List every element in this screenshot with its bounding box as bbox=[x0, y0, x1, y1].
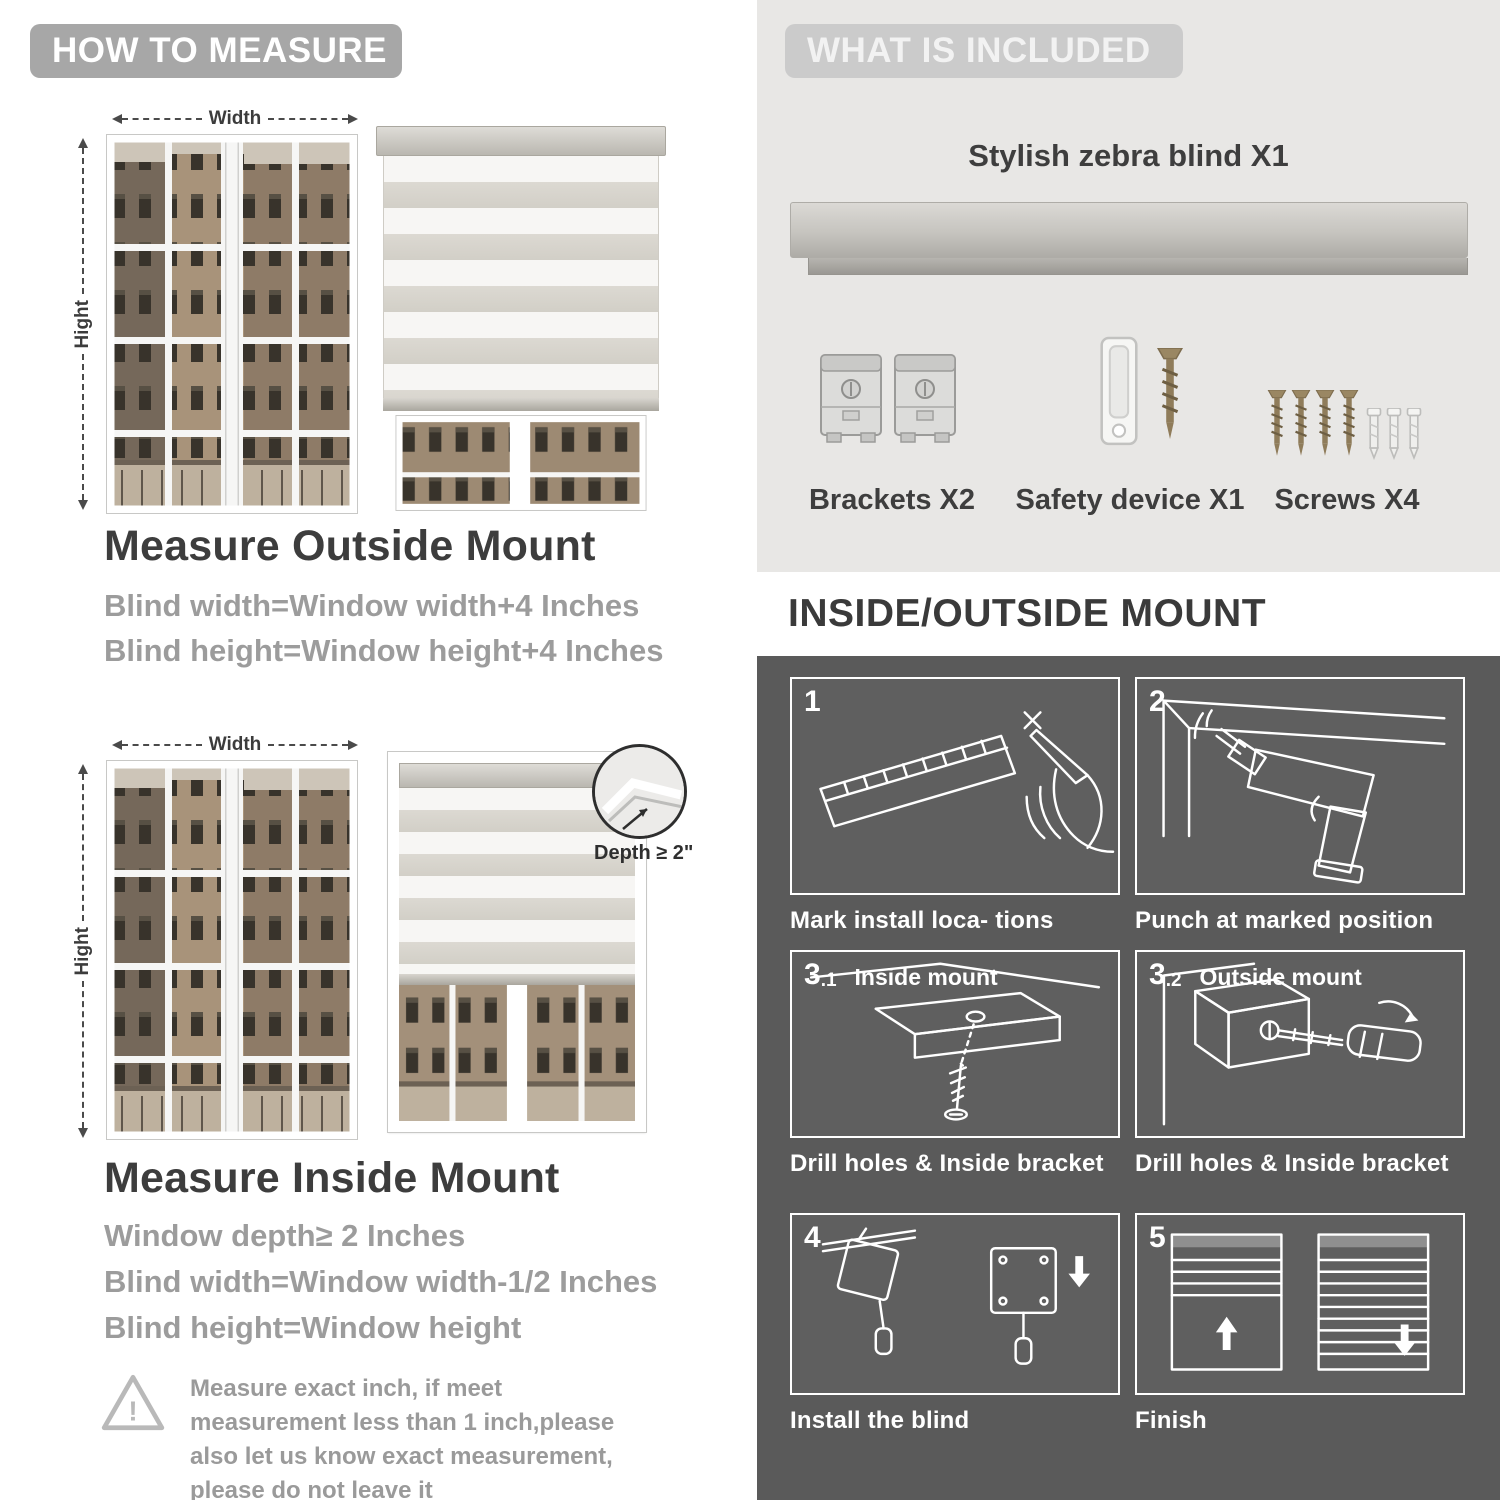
width-label: Width bbox=[208, 108, 262, 129]
step-caption: Finish bbox=[1135, 1407, 1207, 1434]
blind-bottom-rail bbox=[399, 974, 635, 985]
inside-bracket-illustration bbox=[809, 962, 1101, 1121]
arrowhead-right-icon bbox=[348, 114, 358, 124]
svg-text:!: ! bbox=[128, 1396, 137, 1427]
inside-mount-line-1: Window depth≥ 2 Inches bbox=[104, 1218, 466, 1253]
width-arrow: Width bbox=[112, 734, 358, 755]
height-arrow: Hight bbox=[72, 764, 94, 1139]
brackets-label: Brackets X2 bbox=[808, 484, 976, 516]
step-card-5: 5 bbox=[1135, 1213, 1465, 1435]
safety-device-label: Safety device X1 bbox=[1015, 484, 1245, 516]
window-corner-detail-icon bbox=[595, 747, 684, 836]
inside-mount-line-2: Blind width=Window width-1/2 Inches bbox=[104, 1264, 658, 1299]
window-illustration bbox=[106, 760, 358, 1140]
screws-icon bbox=[1267, 390, 1422, 459]
step-number: 3 bbox=[1149, 958, 1166, 991]
step-caption: Drill holes & Inside bracket bbox=[790, 1150, 1104, 1177]
step-caption: Install the blind bbox=[790, 1407, 970, 1434]
zebra-blind-outside-illustration bbox=[376, 126, 666, 516]
step-number: 2 bbox=[1149, 685, 1166, 718]
width-label: Width bbox=[208, 734, 262, 755]
zebra-stripes bbox=[399, 788, 635, 975]
mount-section-header: INSIDE/OUTSIDE MOUNT bbox=[788, 592, 1267, 635]
width-arrow: Width bbox=[112, 108, 358, 129]
arrowhead-down-icon bbox=[78, 1128, 88, 1139]
arrowhead-up-icon bbox=[78, 138, 88, 148]
arrowhead-down-icon bbox=[78, 500, 88, 511]
window-illustration bbox=[106, 134, 358, 514]
arrowhead-left-icon bbox=[112, 114, 122, 124]
arrowhead-right-icon bbox=[348, 740, 358, 750]
what-is-included-panel: WHAT IS INCLUDED Stylish zebra blind X1 bbox=[757, 0, 1500, 572]
step-caption: Drill holes & Inside bracket bbox=[1135, 1150, 1449, 1177]
drill-illustration bbox=[1162, 699, 1446, 884]
mark-locations-illustration bbox=[819, 711, 1115, 853]
arrowhead-up-icon bbox=[78, 764, 88, 774]
step-number: 3 bbox=[804, 958, 821, 991]
outside-mount-title: Measure Outside Mount bbox=[104, 522, 596, 570]
step-caption: Mark install loca- tions bbox=[790, 907, 1054, 934]
step-card-4: 4 bbox=[790, 1213, 1120, 1435]
outside-mount-line-2: Blind height=Window height+4 Inches bbox=[104, 633, 664, 668]
window-sliver-illustration bbox=[395, 415, 647, 511]
height-arrow: Hight bbox=[72, 138, 94, 511]
measure-note: ! Measure exact inch, if meet measuremen… bbox=[100, 1372, 680, 1500]
warning-triangle-icon: ! bbox=[101, 1374, 165, 1431]
what-is-included-header: WHAT IS INCLUDED bbox=[785, 24, 1183, 78]
inside-mount-title: Measure Inside Mount bbox=[104, 1154, 560, 1202]
safety-screw-icon bbox=[1156, 348, 1184, 441]
install-blind-illustration bbox=[821, 1227, 1090, 1365]
how-to-measure-header: HOW TO MEASURE bbox=[30, 24, 402, 78]
arrowhead-left-icon bbox=[112, 740, 122, 750]
zebra-stripes bbox=[383, 156, 659, 398]
step-card-1: 1 bbox=[790, 677, 1120, 935]
step-card-2: 2 bbox=[1135, 677, 1465, 935]
product-label: Stylish zebra blind X1 bbox=[968, 138, 1289, 173]
height-label: Hight bbox=[72, 299, 93, 349]
finish-illustration bbox=[1170, 1233, 1430, 1371]
mount-steps-panel: 1 bbox=[757, 656, 1500, 1500]
headrail-illustration bbox=[790, 202, 1468, 275]
blind-cassette bbox=[376, 126, 666, 156]
screws-label: Screws X4 bbox=[1274, 484, 1420, 516]
depth-callout: Depth ≥ 2" bbox=[594, 842, 694, 864]
outside-mount-line-1: Blind width=Window width+4 Inches bbox=[104, 588, 640, 623]
step-caption: Punch at marked position bbox=[1135, 907, 1434, 934]
blind-bottom-rail bbox=[383, 398, 659, 411]
window-photo bbox=[399, 985, 635, 1121]
brackets-icon bbox=[820, 354, 956, 443]
inside-mount-line-3: Blind height=Window height bbox=[104, 1310, 522, 1345]
step-number: 5 bbox=[1149, 1221, 1166, 1254]
step-card-3-2: 3 .2 Outside mount bbox=[1135, 950, 1465, 1178]
safety-device-icon bbox=[1100, 336, 1138, 446]
measure-note-text: Measure exact inch, if meet measurement … bbox=[190, 1375, 615, 1500]
step-number: 4 bbox=[804, 1221, 821, 1254]
step-number: 1 bbox=[804, 685, 821, 718]
step-card-3-1: 3 .1 Inside mount bbox=[790, 950, 1120, 1178]
depth-magnifier bbox=[592, 744, 687, 839]
outside-bracket-illustration bbox=[1162, 962, 1422, 1126]
height-label: Hight bbox=[72, 926, 93, 976]
